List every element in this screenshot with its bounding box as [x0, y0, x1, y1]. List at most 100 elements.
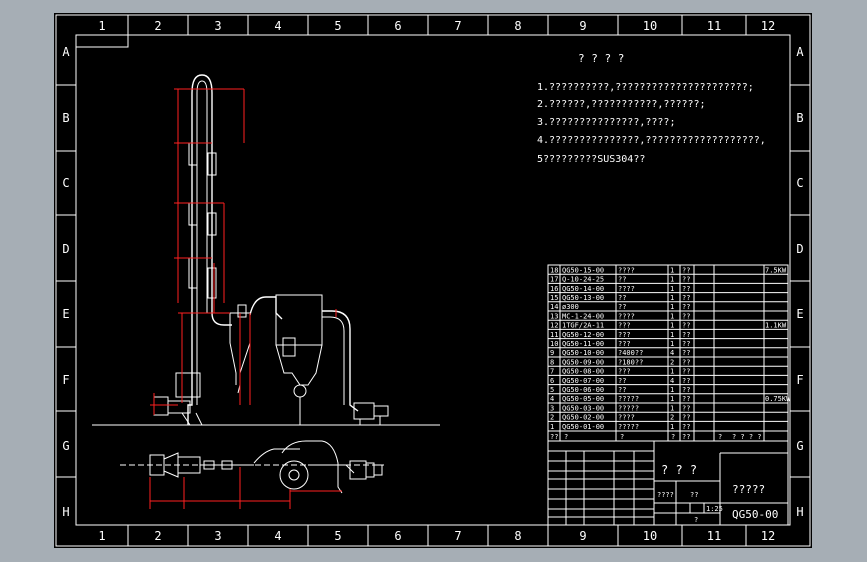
parts-cell-code: QG50-15-00	[562, 266, 604, 274]
parts-cell-mat: ??	[682, 266, 690, 274]
row-label: A	[62, 45, 70, 59]
parts-cell-name: ?????	[618, 395, 639, 403]
bag-filter-box	[275, 294, 323, 346]
col-label: 12	[761, 19, 775, 33]
parts-cell-mat: ??	[682, 285, 690, 293]
row-label: E	[796, 307, 803, 321]
parts-cell-no: 11	[550, 331, 558, 339]
plan-connecting-pipe	[253, 448, 300, 464]
parts-cell-name: ????	[618, 266, 635, 274]
parts-cell-mat: ??	[682, 404, 690, 412]
weight-label: ??	[690, 491, 698, 499]
blower-motor	[153, 396, 169, 416]
parts-cell-mat: ??	[682, 423, 690, 431]
row-label: C	[796, 176, 803, 190]
parts-cell-code: QG50-12-00	[562, 331, 604, 339]
parts-cell-code: QG50-05-00	[562, 395, 604, 403]
parts-header-row: ?? ? ? ? ?? ? ? ? ? ?	[550, 433, 762, 441]
parts-cell-name: ?????	[618, 404, 639, 412]
parts-cell-mat: ??	[682, 322, 690, 330]
col-label: 12	[761, 529, 775, 543]
col-label: 2	[154, 529, 161, 543]
parts-cell-no: 6	[550, 377, 554, 385]
row-label: C	[62, 176, 69, 190]
col-label: 10	[643, 19, 657, 33]
col-label: 11	[707, 19, 721, 33]
plan-fan	[349, 460, 367, 480]
col-label: 7	[454, 19, 461, 33]
hdr-name: ?	[620, 433, 624, 441]
col-label: 4	[274, 19, 281, 33]
parts-cell-name: ???	[618, 340, 631, 348]
parts-cell-qty: 1	[670, 386, 674, 394]
parts-cell-no: 17	[550, 276, 558, 284]
parts-cell-code: QG50-06-00	[562, 386, 604, 394]
plan-blower	[163, 452, 179, 478]
parts-cell-no: 4	[550, 395, 554, 403]
parts-cell-name: ??	[618, 377, 626, 385]
parts-cell-mat: ??	[682, 340, 690, 348]
hdr-code: ?	[564, 433, 568, 441]
parts-cell-qty: 1	[670, 331, 674, 339]
plan-view	[120, 440, 384, 494]
row-label: A	[796, 45, 804, 59]
parts-cell-code: QG50-02-00	[562, 414, 604, 422]
parts-cell-code: QG50-01-00	[562, 423, 604, 431]
parts-cell-qty: 1	[670, 395, 674, 403]
row-label: G	[62, 439, 69, 453]
parts-cell-no: 2	[550, 414, 554, 422]
row-label: B	[62, 111, 69, 125]
cad-drawing: 1 2 3 4 5 6 7 8 9 10 11 12 1 2 3 4 5 6 7…	[55, 14, 811, 547]
parts-cell-code: QG50-03-00	[562, 404, 604, 412]
col-label: 3	[214, 19, 221, 33]
plan-bag-filter	[281, 440, 343, 494]
parts-cell-name: ????	[618, 312, 635, 320]
note-line: 1.??????????,??????????????????????;	[537, 82, 754, 93]
pipe-joint	[207, 267, 217, 299]
parts-cell-name: ?????	[618, 423, 639, 431]
company-name: ?????	[732, 483, 765, 496]
parts-cell-no: 12	[550, 322, 558, 330]
parts-cell-code: 1TGF/2A-11	[562, 322, 604, 330]
parts-cell-name: ??	[618, 294, 626, 302]
parts-cell-name: ?400??	[618, 349, 643, 357]
parts-cell-mat: ??	[682, 331, 690, 339]
col-label: 2	[154, 19, 161, 33]
parts-cell-code: QG50-10-00	[562, 349, 604, 357]
parts-cell-mat: ??	[682, 395, 690, 403]
parts-cell-qty: 1	[670, 340, 674, 348]
note-line: 3.???????????????,????;	[537, 117, 675, 128]
connecting-pipe	[249, 296, 283, 320]
parts-cell-qty: 1	[670, 294, 674, 302]
col-label: 3	[214, 529, 221, 543]
col-label: 9	[579, 529, 586, 543]
hdr-qty: ?	[671, 433, 675, 441]
sheet-label: ?	[694, 516, 698, 524]
parts-cell-qty: 1	[670, 423, 674, 431]
parts-cell-qty: 2	[670, 358, 674, 366]
parts-cell-name: ??	[618, 386, 626, 394]
parts-cell-name: ???	[618, 322, 631, 330]
pipe-joint	[207, 212, 217, 236]
parts-cell-no: 13	[550, 312, 558, 320]
col-label: 5	[334, 19, 341, 33]
pipe-joint	[207, 152, 217, 176]
parts-cell-no: 16	[550, 285, 558, 293]
parts-cell-code: QG50-14-00	[562, 285, 604, 293]
parts-cell-qty: 2	[670, 414, 674, 422]
parts-cell-no: 8	[550, 358, 554, 366]
parts-cell-qty: 4	[670, 349, 674, 357]
parts-cell-qty: 4	[670, 377, 674, 385]
parts-cell-code: MC-1-24-00	[562, 312, 604, 320]
parts-cell-mat: ??	[682, 386, 690, 394]
parts-cell-mat: ??	[682, 276, 690, 284]
drawing-name: ? ? ?	[661, 463, 697, 477]
inner-border	[75, 34, 791, 526]
row-grid	[56, 84, 810, 478]
parts-cell-qty: 1	[670, 285, 674, 293]
feeder-hopper	[175, 372, 201, 398]
parts-cell-qty: 1	[670, 303, 674, 311]
col-label: 7	[454, 529, 461, 543]
note-line: 5?????????SUS304??	[537, 154, 645, 165]
parts-cell-code: QG50-07-00	[562, 377, 604, 385]
